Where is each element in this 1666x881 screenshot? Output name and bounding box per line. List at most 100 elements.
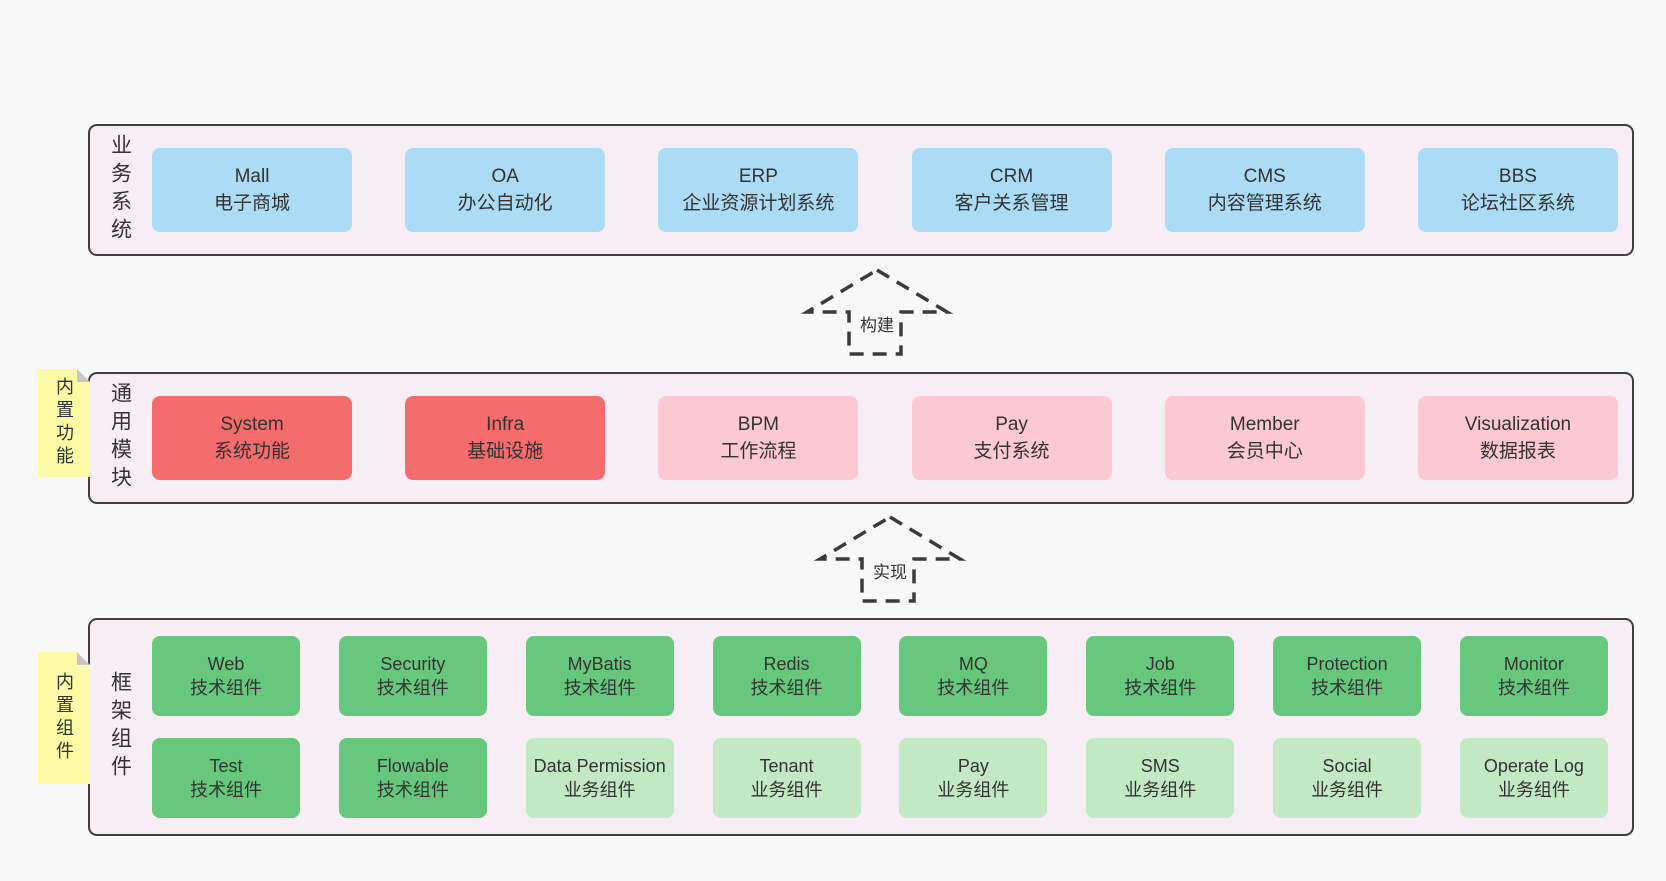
box-operate-log: Operate Log 业务组件 [1459,738,1608,818]
box-title: Web [207,654,245,674]
box-subtitle: 技术组件 [376,678,449,698]
box-subtitle: 业务组件 [937,780,1010,800]
arrow-build-label: 构建 [856,310,898,337]
box-pay: Pay 业务组件 [899,738,1048,818]
box-subtitle: 技术组件 [750,678,823,698]
box-subtitle: 技术组件 [190,780,262,800]
box-subtitle: 业务组件 [563,780,636,800]
dashed-up-arrow-icon [813,514,967,603]
box-subtitle: 技术组件 [190,678,262,698]
box-job: Job 技术组件 [1086,636,1235,716]
layer-label-modules: 通用模块 [100,374,140,502]
sticky-note-builtin-functions: 内置功能 [38,369,90,477]
layer-label-components: 框架组件 [100,620,140,834]
sticky-note-builtin-components: 内置组件 [38,652,90,784]
box-subtitle: 技术组件 [563,678,636,698]
box-bpm: BPM 工作流程 [658,396,859,480]
box-subtitle: 技术组件 [1311,678,1384,698]
box-title: Security [380,654,446,674]
box-title: Job [1145,654,1175,674]
arrow-up-implement: 实现 [810,513,970,605]
layer-label-text: 框架组件 [108,671,132,783]
box-mybatis: MyBatis 技术组件 [525,636,674,716]
box-title: System [220,414,284,435]
box-cms: CMS 内容管理系统 [1164,148,1365,232]
box-subtitle: 论坛社区系统 [1460,193,1575,214]
box-subtitle: 企业资源计划系统 [682,193,835,214]
box-subtitle: 基础设施 [467,441,544,462]
layer-label-text: 业务系统 [108,134,132,246]
box-subtitle: 业务组件 [1311,780,1384,800]
box-title: Test [209,756,243,776]
box-visualization: Visualization 数据报表 [1417,396,1618,480]
box-subtitle: 电子商城 [213,193,290,214]
modules-box-row: System 系统功能 Infra 基础设施 BPM 工作流程 Pay 支付系统 Member 会… [152,374,1618,502]
box-title: Infra [486,414,525,435]
box-title: BBS [1498,166,1537,187]
box-data-permission: Data Permission 业务组件 [525,738,674,818]
box-title: SMS [1140,756,1180,776]
box-title: Visualization [1464,414,1572,435]
box-title: ERP [738,166,778,187]
box-subtitle: 会员中心 [1226,441,1303,462]
box-title: Tenant [759,756,814,776]
box-title: Redis [763,654,810,674]
box-title: MQ [958,654,988,674]
box-subtitle: 技术组件 [1124,678,1197,698]
box-security: Security 技术组件 [338,636,487,716]
box-oa: OA 办公自动化 [405,148,606,232]
box-subtitle: 内容管理系统 [1207,193,1322,214]
box-subtitle: 工作流程 [720,441,797,462]
box-subtitle: 数据报表 [1479,441,1556,462]
box-test: Test 技术组件 [152,738,300,818]
box-subtitle: 办公自动化 [457,193,553,214]
box-title: CRM [989,166,1034,187]
box-member: Member 会员中心 [1164,396,1365,480]
box-title: MyBatis [567,654,632,674]
box-title: Operate Log [1483,756,1584,776]
box-subtitle: 业务组件 [1124,780,1197,800]
box-social: Social 业务组件 [1273,738,1422,818]
layer-label-business: 业务系统 [100,126,140,254]
box-tenant: Tenant 业务组件 [712,738,861,818]
sticky-note-text: 内置组件 [54,672,74,764]
box-sms: SMS 业务组件 [1086,738,1235,818]
box-title: BPM [737,414,779,435]
box-flowable: Flowable 技术组件 [338,738,487,818]
box-title: Data Permission [533,756,666,776]
box-subtitle: 技术组件 [376,780,449,800]
layer-framework-components: 框架组件 Web 技术组件 Security 技术组件 MyBatis 技术组件 Redis… [88,618,1634,836]
box-subtitle: 客户关系管理 [954,193,1069,214]
box-title: CMS [1243,166,1286,187]
box-subtitle: 系统功能 [213,441,290,462]
box-title: Member [1229,414,1300,435]
box-title: OA [491,166,519,187]
box-system: System 系统功能 [152,396,352,480]
sticky-note-text: 内置功能 [54,377,74,469]
box-protection: Protection 技术组件 [1273,636,1422,716]
box-subtitle: 业务组件 [750,780,823,800]
box-pay: Pay 支付系统 [911,396,1112,480]
box-title: Flowable [376,756,449,776]
box-infra: Infra 基础设施 [405,396,606,480]
box-erp: ERP 企业资源计划系统 [658,148,859,232]
layer-common-modules: 通用模块 System 系统功能 Infra 基础设施 BPM 工作流程 Pay 支付系统 Me… [88,372,1634,504]
box-bbs: BBS 论坛社区系统 [1417,148,1618,232]
box-title: Social [1322,756,1372,776]
arrow-implement-label: 实现 [869,557,911,584]
arrow-up-build: 构建 [797,266,957,358]
box-subtitle: 支付系统 [973,441,1050,462]
box-crm: CRM 客户关系管理 [911,148,1112,232]
box-title: Pay [957,756,989,776]
box-subtitle: 业务组件 [1497,780,1570,800]
box-title: Pay [995,414,1028,435]
box-title: Protection [1306,654,1388,674]
